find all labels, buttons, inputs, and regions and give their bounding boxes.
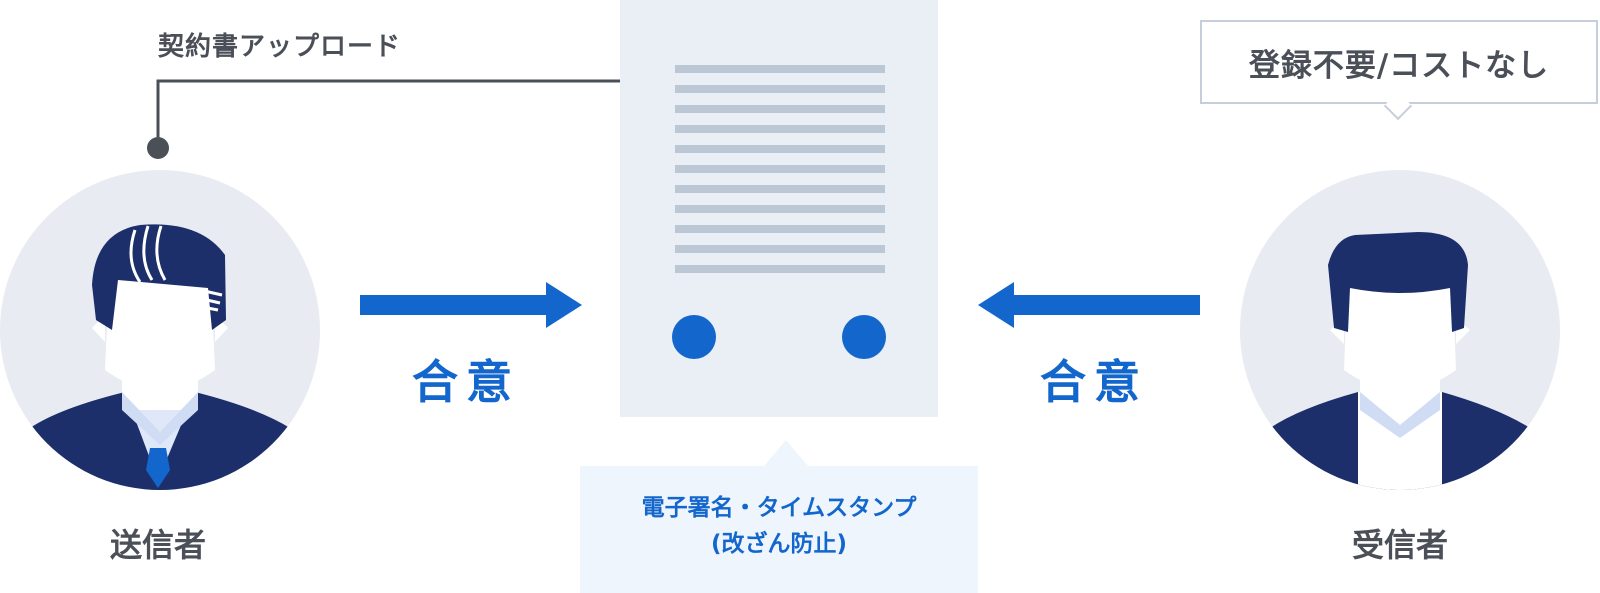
receiver-avatar <box>1240 170 1560 490</box>
sender-person-icon <box>30 224 290 490</box>
sender-label: 送信者 <box>109 526 206 564</box>
document-text-line <box>675 205 885 213</box>
document-text-line <box>675 145 885 153</box>
receiver-label: 受信者 <box>1351 526 1448 564</box>
document-text-line <box>675 105 885 113</box>
receiver-seal <box>842 315 886 359</box>
bubble-text: 登録不要/コストなし <box>1248 47 1550 84</box>
agree-label-left: 合意 <box>412 355 520 409</box>
signature-info-text: 電子署名・タイムスタンプ (改ざん防止) <box>580 490 978 562</box>
signature-info-line2: (改ざん防止) <box>710 531 848 557</box>
receiver-person-icon <box>1270 232 1530 490</box>
arrow-left-icon <box>978 282 1200 328</box>
document-text-line <box>675 85 885 93</box>
document-text-line <box>675 225 885 233</box>
info-box-tail <box>764 440 808 466</box>
contract-document <box>620 0 938 417</box>
document-text-line <box>675 65 885 73</box>
agree-label-right: 合意 <box>1040 355 1148 409</box>
document-text-line <box>675 265 885 273</box>
signature-info-box: 電子署名・タイムスタンプ (改ざん防止) <box>580 466 978 593</box>
document-text-line <box>675 165 885 173</box>
upload-label: 契約書アップロード <box>158 32 402 62</box>
document-text-line <box>675 185 885 193</box>
sender-avatar <box>0 170 320 490</box>
sender-seal <box>672 315 716 359</box>
signature-info-line1: 電子署名・タイムスタンプ <box>641 495 917 521</box>
document-text-line <box>675 125 885 133</box>
no-registration-bubble: 登録不要/コストなし <box>1200 20 1598 104</box>
upload-connector <box>147 79 622 159</box>
arrow-right-icon <box>360 282 582 328</box>
document-text-line <box>675 245 885 253</box>
